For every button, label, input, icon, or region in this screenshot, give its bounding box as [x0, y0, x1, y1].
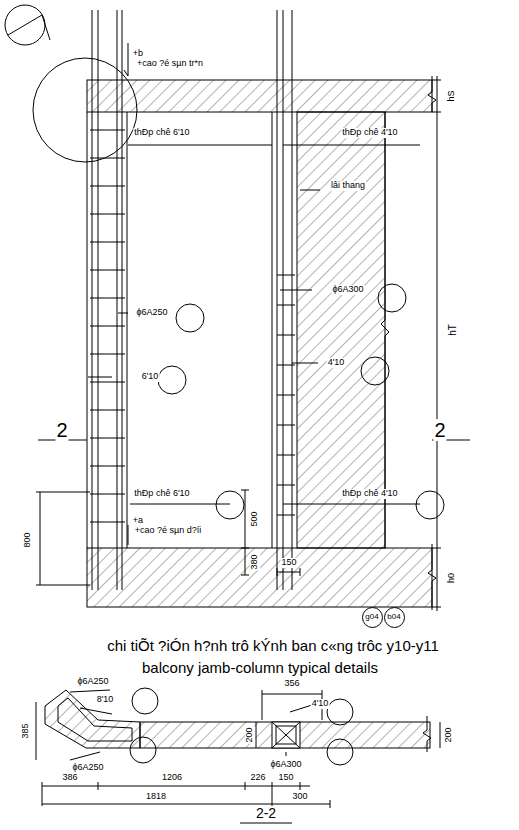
- annotation: 8'10: [96, 695, 115, 705]
- dimension: 226: [249, 773, 266, 783]
- dimension: 386: [61, 773, 78, 783]
- annotation: ϕ6A300: [331, 285, 364, 295]
- dimension: 800: [23, 531, 33, 548]
- dimension: 1818: [145, 792, 167, 802]
- dimension: 2: [433, 419, 446, 441]
- dimension: 380: [250, 553, 260, 570]
- annotation: +cao ?é sµn d?íi: [134, 526, 202, 536]
- annotation: thÐp chê 6'10: [133, 489, 190, 499]
- dimension: 500: [250, 510, 260, 527]
- annotation: ϕ6A250: [135, 308, 168, 318]
- section-mark: +a: [132, 516, 144, 526]
- drawing-title: chi tiÕt ?iÓn h?nh trô kÝnh ban c«ng trô…: [106, 638, 440, 655]
- section-mark: h0: [447, 572, 457, 584]
- annotation: ϕ6A300: [269, 760, 302, 770]
- section-mark: hT: [447, 323, 458, 337]
- axis-label: g04: [365, 613, 378, 621]
- section-mark: +b: [132, 49, 144, 59]
- annotation: 6'10: [141, 372, 160, 382]
- annotation: 2-2: [255, 806, 277, 821]
- axis-bubble: g04: [362, 607, 383, 628]
- annotation: thÐp chê 4'10: [341, 489, 398, 499]
- dimension: 200: [444, 726, 454, 743]
- dimension: 385: [21, 722, 31, 739]
- drawing-caption: balcony jamb-column typical details: [141, 660, 379, 677]
- annotation: thÐp chê 6'10: [133, 128, 190, 138]
- dimension: 1206: [161, 773, 183, 783]
- annotation: ϕ6A250: [71, 763, 104, 773]
- axis-label: b04: [387, 613, 400, 621]
- annotation: 4'10: [327, 358, 346, 368]
- axis-bubble: b04: [384, 607, 405, 628]
- annotation: +cao ?é sµn tr*n: [136, 59, 204, 69]
- dimension: 356: [283, 679, 300, 689]
- dimension: 300: [291, 792, 308, 802]
- dimension: 2: [55, 419, 68, 441]
- annotation: ϕ6A250: [76, 677, 109, 687]
- dimension: 200: [245, 726, 255, 743]
- annotation: 4'10: [311, 699, 330, 709]
- dimension: 150: [280, 558, 297, 568]
- section-mark: hS: [447, 89, 457, 102]
- annotation: lâi thang: [330, 181, 366, 191]
- annotation: thÐp chê 4'10: [341, 128, 398, 138]
- dimension: 150: [277, 773, 294, 783]
